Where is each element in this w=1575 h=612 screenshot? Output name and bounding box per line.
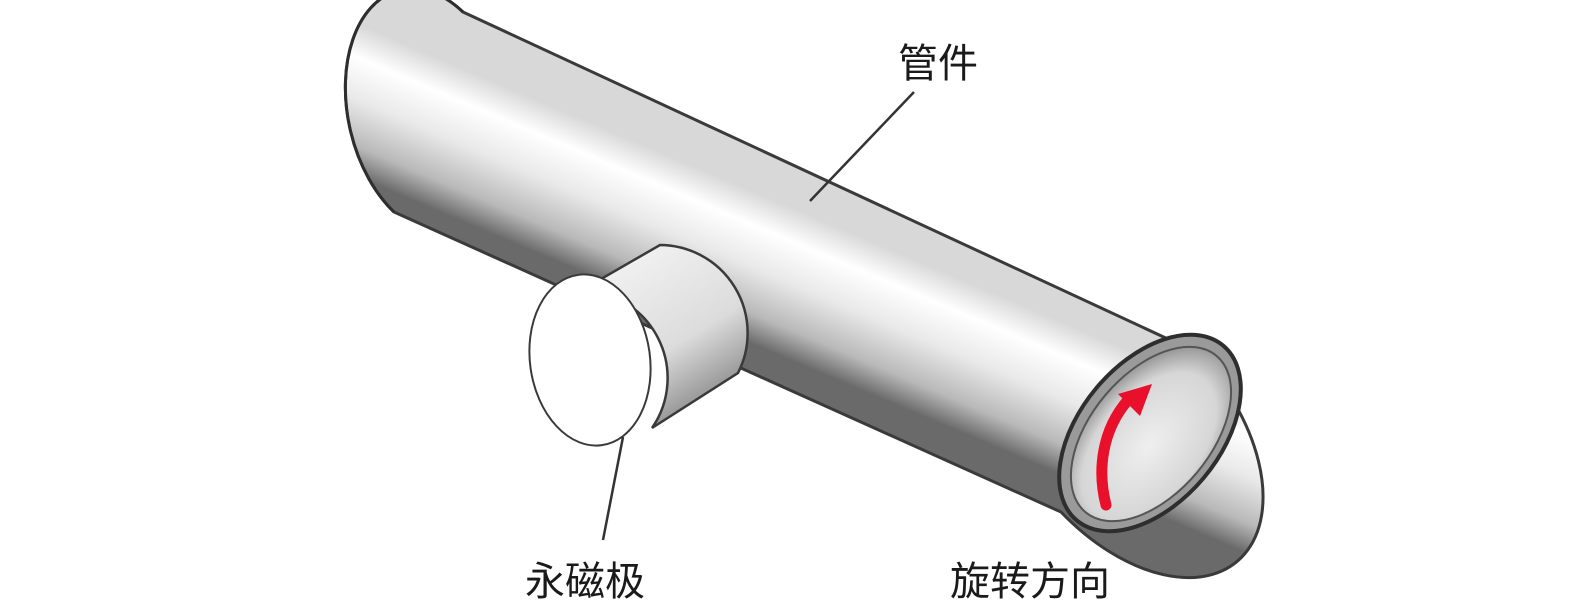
curved-arrow-icon	[1096, 384, 1152, 511]
permanent-magnet	[528, 243, 749, 447]
magnet-leader-line	[601, 436, 625, 541]
pipe-far-end-edge	[343, 0, 465, 214]
pipe	[343, 0, 1265, 580]
pipe-label: 管件	[898, 41, 978, 87]
magnet-face	[528, 273, 652, 447]
rotation-arrow-head	[1118, 384, 1152, 416]
pipe-bore	[1069, 345, 1233, 523]
rotation-arrow-shaft	[1096, 394, 1134, 511]
rotation-direction-label: 旋转方向	[950, 559, 1110, 605]
pipe-leader-line	[809, 91, 915, 202]
magnet-label: 永磁极	[525, 559, 645, 605]
